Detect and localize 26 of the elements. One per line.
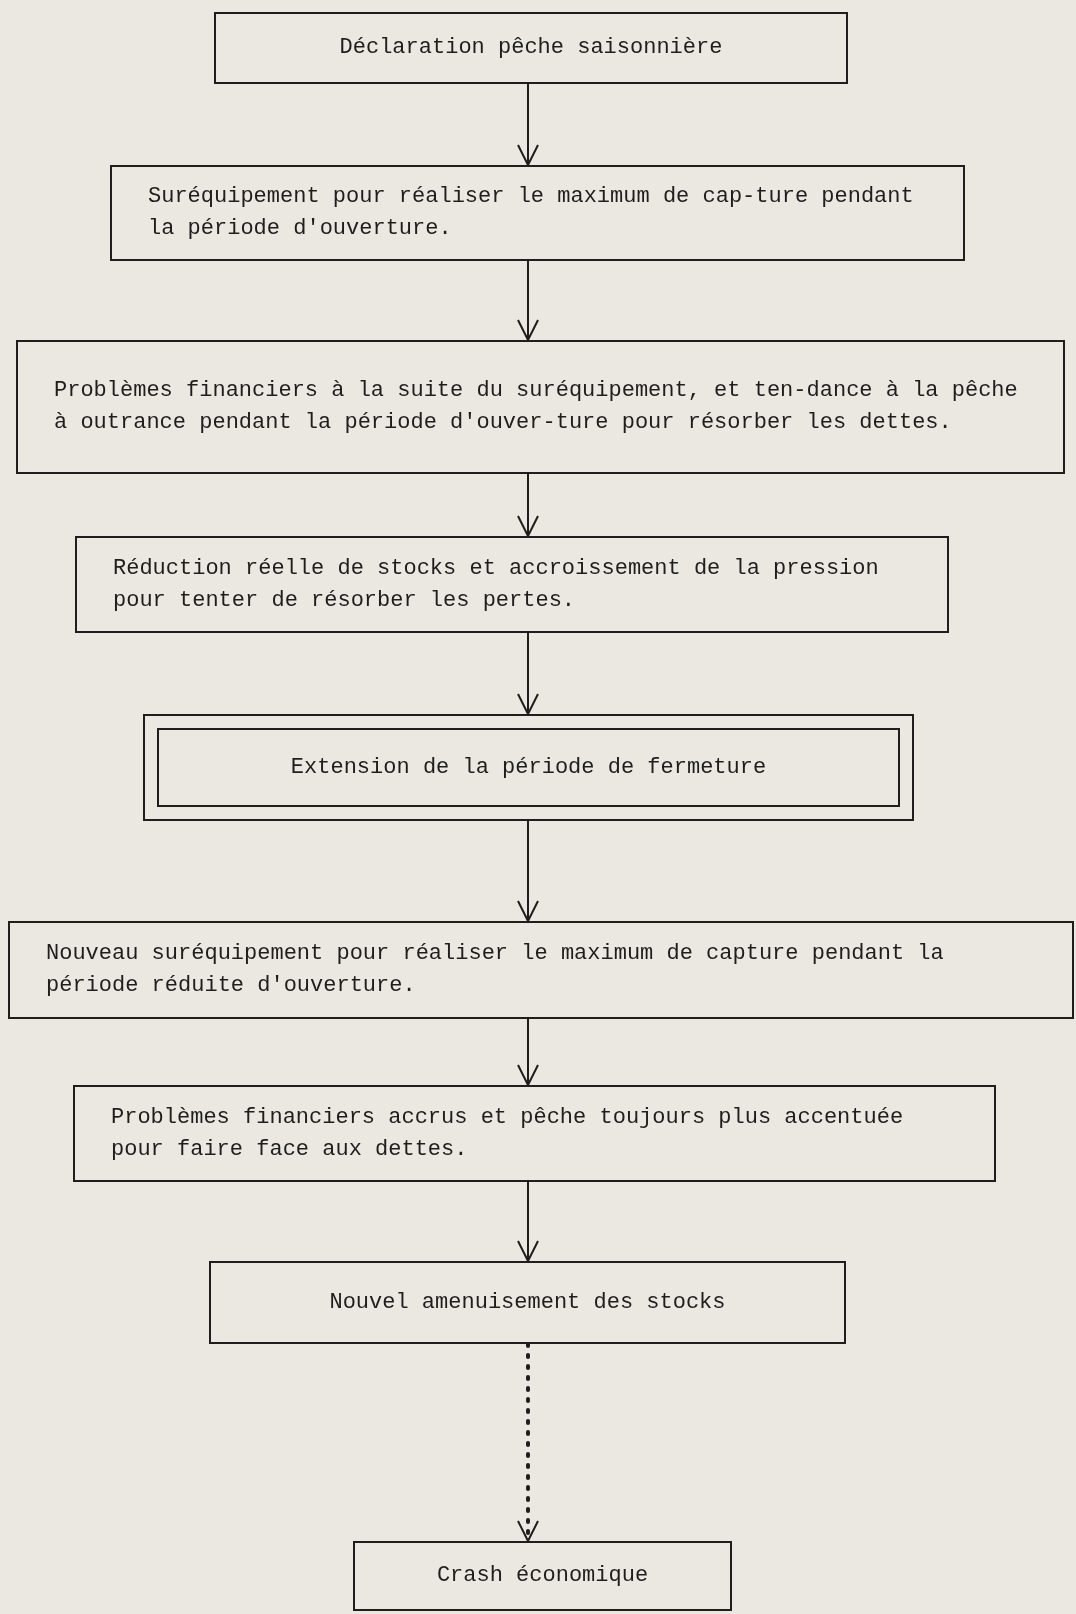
arrow [517,1018,539,1086]
process-box [209,1261,846,1344]
box-text: Nouvel amenuisement des stocks [328,1288,727,1317]
arrow [517,632,539,715]
arrow [517,260,539,341]
process-box [143,714,914,821]
process-box [110,165,965,261]
box-text: Problèmes financiers accrus et pêche toujours plus accentuée pour faire face aux dettes. [111,1103,905,1164]
arrow [517,1181,539,1262]
box-text: Réduction réelle de stocks et accroissement de la pression pour tenter de résorber les pertes. [113,554,880,615]
process-box [8,921,1074,1019]
process-box [16,340,1065,474]
box-text: Nouveau suréquipement pour réaliser le maximum de capture pendant la période réduite d'ouverture. [46,940,945,1000]
process-box [214,12,848,84]
box-text: Problèmes financiers à la suite du suréquipement, et ten-dance à la pêche à outrance pendant la période d'ouver-ture pour résorber les dettes. [54,377,1019,437]
arrow [517,1342,539,1543]
arrow [517,820,539,922]
box-text: Suréquipement pour réaliser le maximum de cap-ture pendant la période d'ouverture. [148,183,915,243]
process-box [353,1541,732,1611]
arrow [517,473,539,537]
box-text: Crash économique [435,1562,650,1590]
arrow [517,83,539,166]
process-box [73,1085,996,1182]
box-text: Extension de la période de fermeture [289,753,768,782]
box-text: Déclaration pêche saisonnière [338,34,724,62]
process-box [75,536,949,633]
